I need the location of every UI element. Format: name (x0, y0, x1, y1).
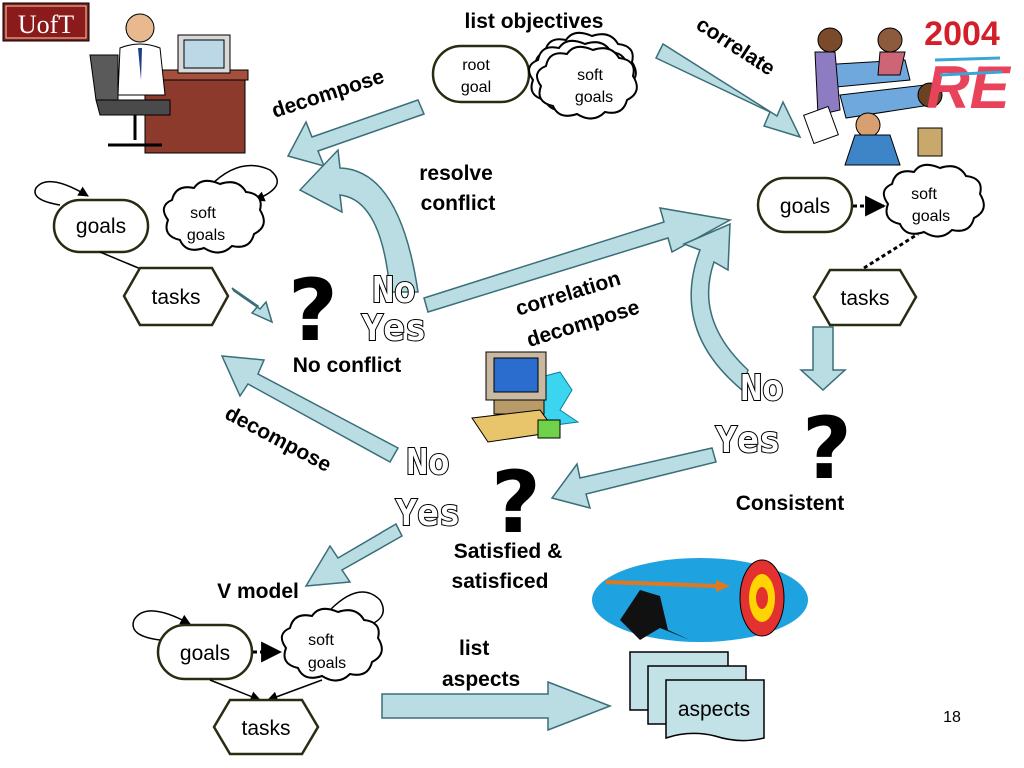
list-aspects-label-2: aspects (442, 668, 520, 691)
soft-goals-stack-top: soft goals (528, 31, 638, 120)
tasks-node-left: tasks (122, 266, 230, 327)
man-at-desk-icon (89, 13, 249, 154)
consistent-to-satisfied-arrow (550, 447, 717, 510)
logo-text: UofT (18, 10, 74, 39)
decision-satisfied: ? No Yes (394, 441, 541, 553)
root-goal-text-2: goal (461, 79, 491, 96)
aspects-documents: aspects (629, 651, 765, 742)
soft-goals-text-bottom-1: soft (308, 632, 334, 649)
goals-node-bottom: goals (132, 610, 254, 681)
decision-no-conflict: ? No Yes (288, 261, 427, 361)
decompose-top-arrow (286, 99, 426, 168)
no-conflict-label: No conflict (293, 354, 402, 377)
decision-2-no: No (740, 368, 783, 409)
satisfied-label-2: satisficed (452, 570, 549, 593)
goals-text-right: goals (780, 195, 830, 218)
uoft-logo: UofT (2, 2, 90, 42)
v-model-label: V model (217, 580, 299, 603)
decision-3-yes: Yes (395, 493, 460, 534)
tasks-text-bottom: tasks (241, 717, 290, 740)
soft-goals-text-2: goals (575, 89, 613, 106)
question-mark-3: ? (491, 453, 541, 553)
correlation-arrow (423, 207, 733, 313)
soft-goals-node-bottom: soft goals (280, 591, 384, 682)
tasks-text-left: tasks (151, 286, 200, 309)
root-goal-text-1: root (462, 57, 490, 74)
resolve-conflict-arrow (298, 148, 419, 293)
question-mark-1: ? (288, 261, 338, 361)
team-collaboration-icon (803, 27, 943, 166)
decision-1-yes: Yes (361, 308, 426, 349)
root-goal-node: root goal (431, 44, 531, 104)
tasks-to-decision-arrow (231, 287, 274, 324)
decision-1-no: No (372, 270, 415, 311)
decompose-top-label: decompose (269, 65, 387, 123)
list-aspects-label-1: list (459, 637, 489, 660)
badge-mark: RE (926, 54, 1011, 121)
goals-text-bottom: goals (180, 642, 230, 665)
page-number: 18 (943, 709, 961, 726)
satisfied-label-1: Satisfied & (454, 540, 563, 563)
target-archer-icon (592, 558, 808, 642)
goals-text-left: goals (76, 215, 126, 238)
soft-goals-text-1: soft (577, 67, 603, 84)
tasks-to-softgoals-right-link (863, 232, 919, 270)
soft-goals-text-right-1: soft (911, 186, 937, 203)
soft-goals-text-left-1: soft (190, 205, 216, 222)
soft-goals-text-bottom-2: goals (308, 655, 346, 672)
soft-goals-node-right: soft goals (882, 163, 985, 238)
badge-year: 2004 (924, 15, 1000, 53)
consistent-label: Consistent (736, 492, 845, 515)
goals-node-right: goals (756, 176, 854, 234)
resolve-label-2: conflict (421, 192, 496, 215)
list-aspects-arrow (381, 680, 613, 732)
decision-consistent: ? No Yes (714, 367, 852, 499)
question-mark-2: ? (802, 399, 852, 499)
correlate-arrow (654, 42, 802, 139)
goals-to-tasks-bottom-link (209, 679, 261, 702)
decision-2-yes: Yes (715, 420, 780, 461)
re-2004-badge: 2004 RE (924, 15, 1011, 121)
aspects-text: aspects (678, 698, 750, 721)
satisfied-to-vmodel-arrow (304, 522, 403, 587)
soft-goals-text-left-2: goals (187, 227, 225, 244)
softgoals-to-tasks-bottom-link (267, 679, 323, 702)
resolve-label-1: resolve (419, 162, 493, 185)
decision-3-no: No (406, 442, 449, 483)
soft-goals-text-right-2: goals (912, 208, 950, 225)
computer-icon (471, 351, 580, 443)
tasks-node-right: tasks (812, 268, 918, 327)
tasks-node-bottom: tasks (212, 698, 320, 756)
unsatisfied-back-arrow (220, 355, 400, 464)
tasks-text-right: tasks (840, 287, 889, 310)
goals-node-left: goals (34, 180, 150, 254)
tasks-to-consistent-arrow (799, 326, 847, 392)
soft-goals-node-left: soft goals (162, 164, 279, 254)
inconsistent-loop-arrow (682, 222, 749, 392)
list-objectives-label: list objectives (465, 10, 604, 33)
